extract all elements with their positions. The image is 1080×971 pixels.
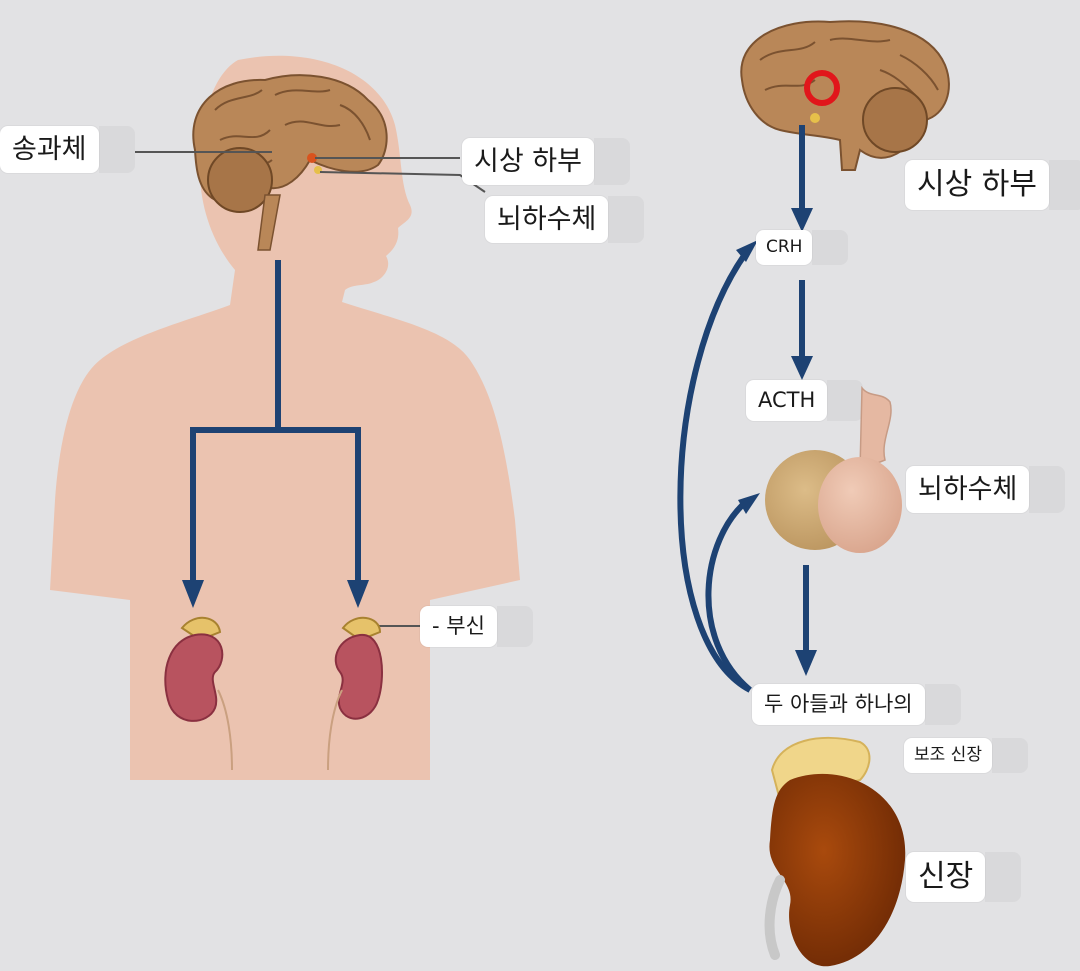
left-arrowheads [182, 580, 369, 608]
pituitary-gland [765, 385, 902, 553]
kidney-left-2 [327, 617, 383, 771]
right-arrows [677, 125, 809, 693]
brain-right [740, 20, 950, 171]
human-body-silhouette [50, 55, 520, 781]
label-hypothalamus-right: 시상 하부 [905, 160, 1080, 210]
right-arrowheads [736, 208, 817, 676]
label-accessory-kidney: 보조 신장 [904, 738, 1028, 773]
label-kidney: 신장 [906, 852, 1022, 902]
label-pituitary-right: 뇌하수체 [906, 466, 1066, 513]
label-adrenal-right: 두 아들과 하나의 [752, 684, 961, 725]
label-acth: ACTH [746, 380, 864, 421]
label-hypothalamus-left: 시상 하부 [462, 138, 630, 185]
label-crh: CRH [756, 230, 850, 265]
label-pineal: 송과체 [0, 126, 134, 173]
kidney-left-1 [164, 617, 233, 771]
label-pituitary-left: 뇌하수체 [485, 196, 645, 243]
brain-left [192, 74, 388, 251]
label-adrenal-left: - 부신 [420, 606, 533, 647]
left-arrows [190, 260, 361, 592]
adrenal-and-kidney [764, 736, 906, 967]
left-leader-lines [135, 151, 486, 627]
